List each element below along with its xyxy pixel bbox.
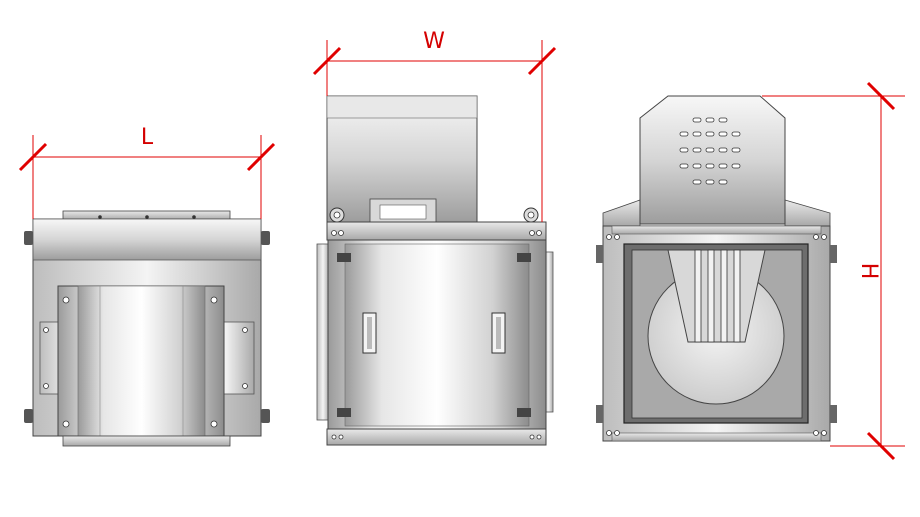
length-label: L	[141, 125, 154, 150]
height-label: H	[856, 263, 881, 280]
front-view	[316, 95, 554, 446]
side-view	[24, 210, 270, 447]
height-dimension: H	[762, 81, 905, 461]
width-dimension: W	[312, 29, 557, 222]
outlet-view	[596, 95, 837, 442]
length-dimension: L	[18, 125, 276, 219]
width-label: W	[423, 29, 445, 54]
vent-holes	[679, 117, 741, 185]
